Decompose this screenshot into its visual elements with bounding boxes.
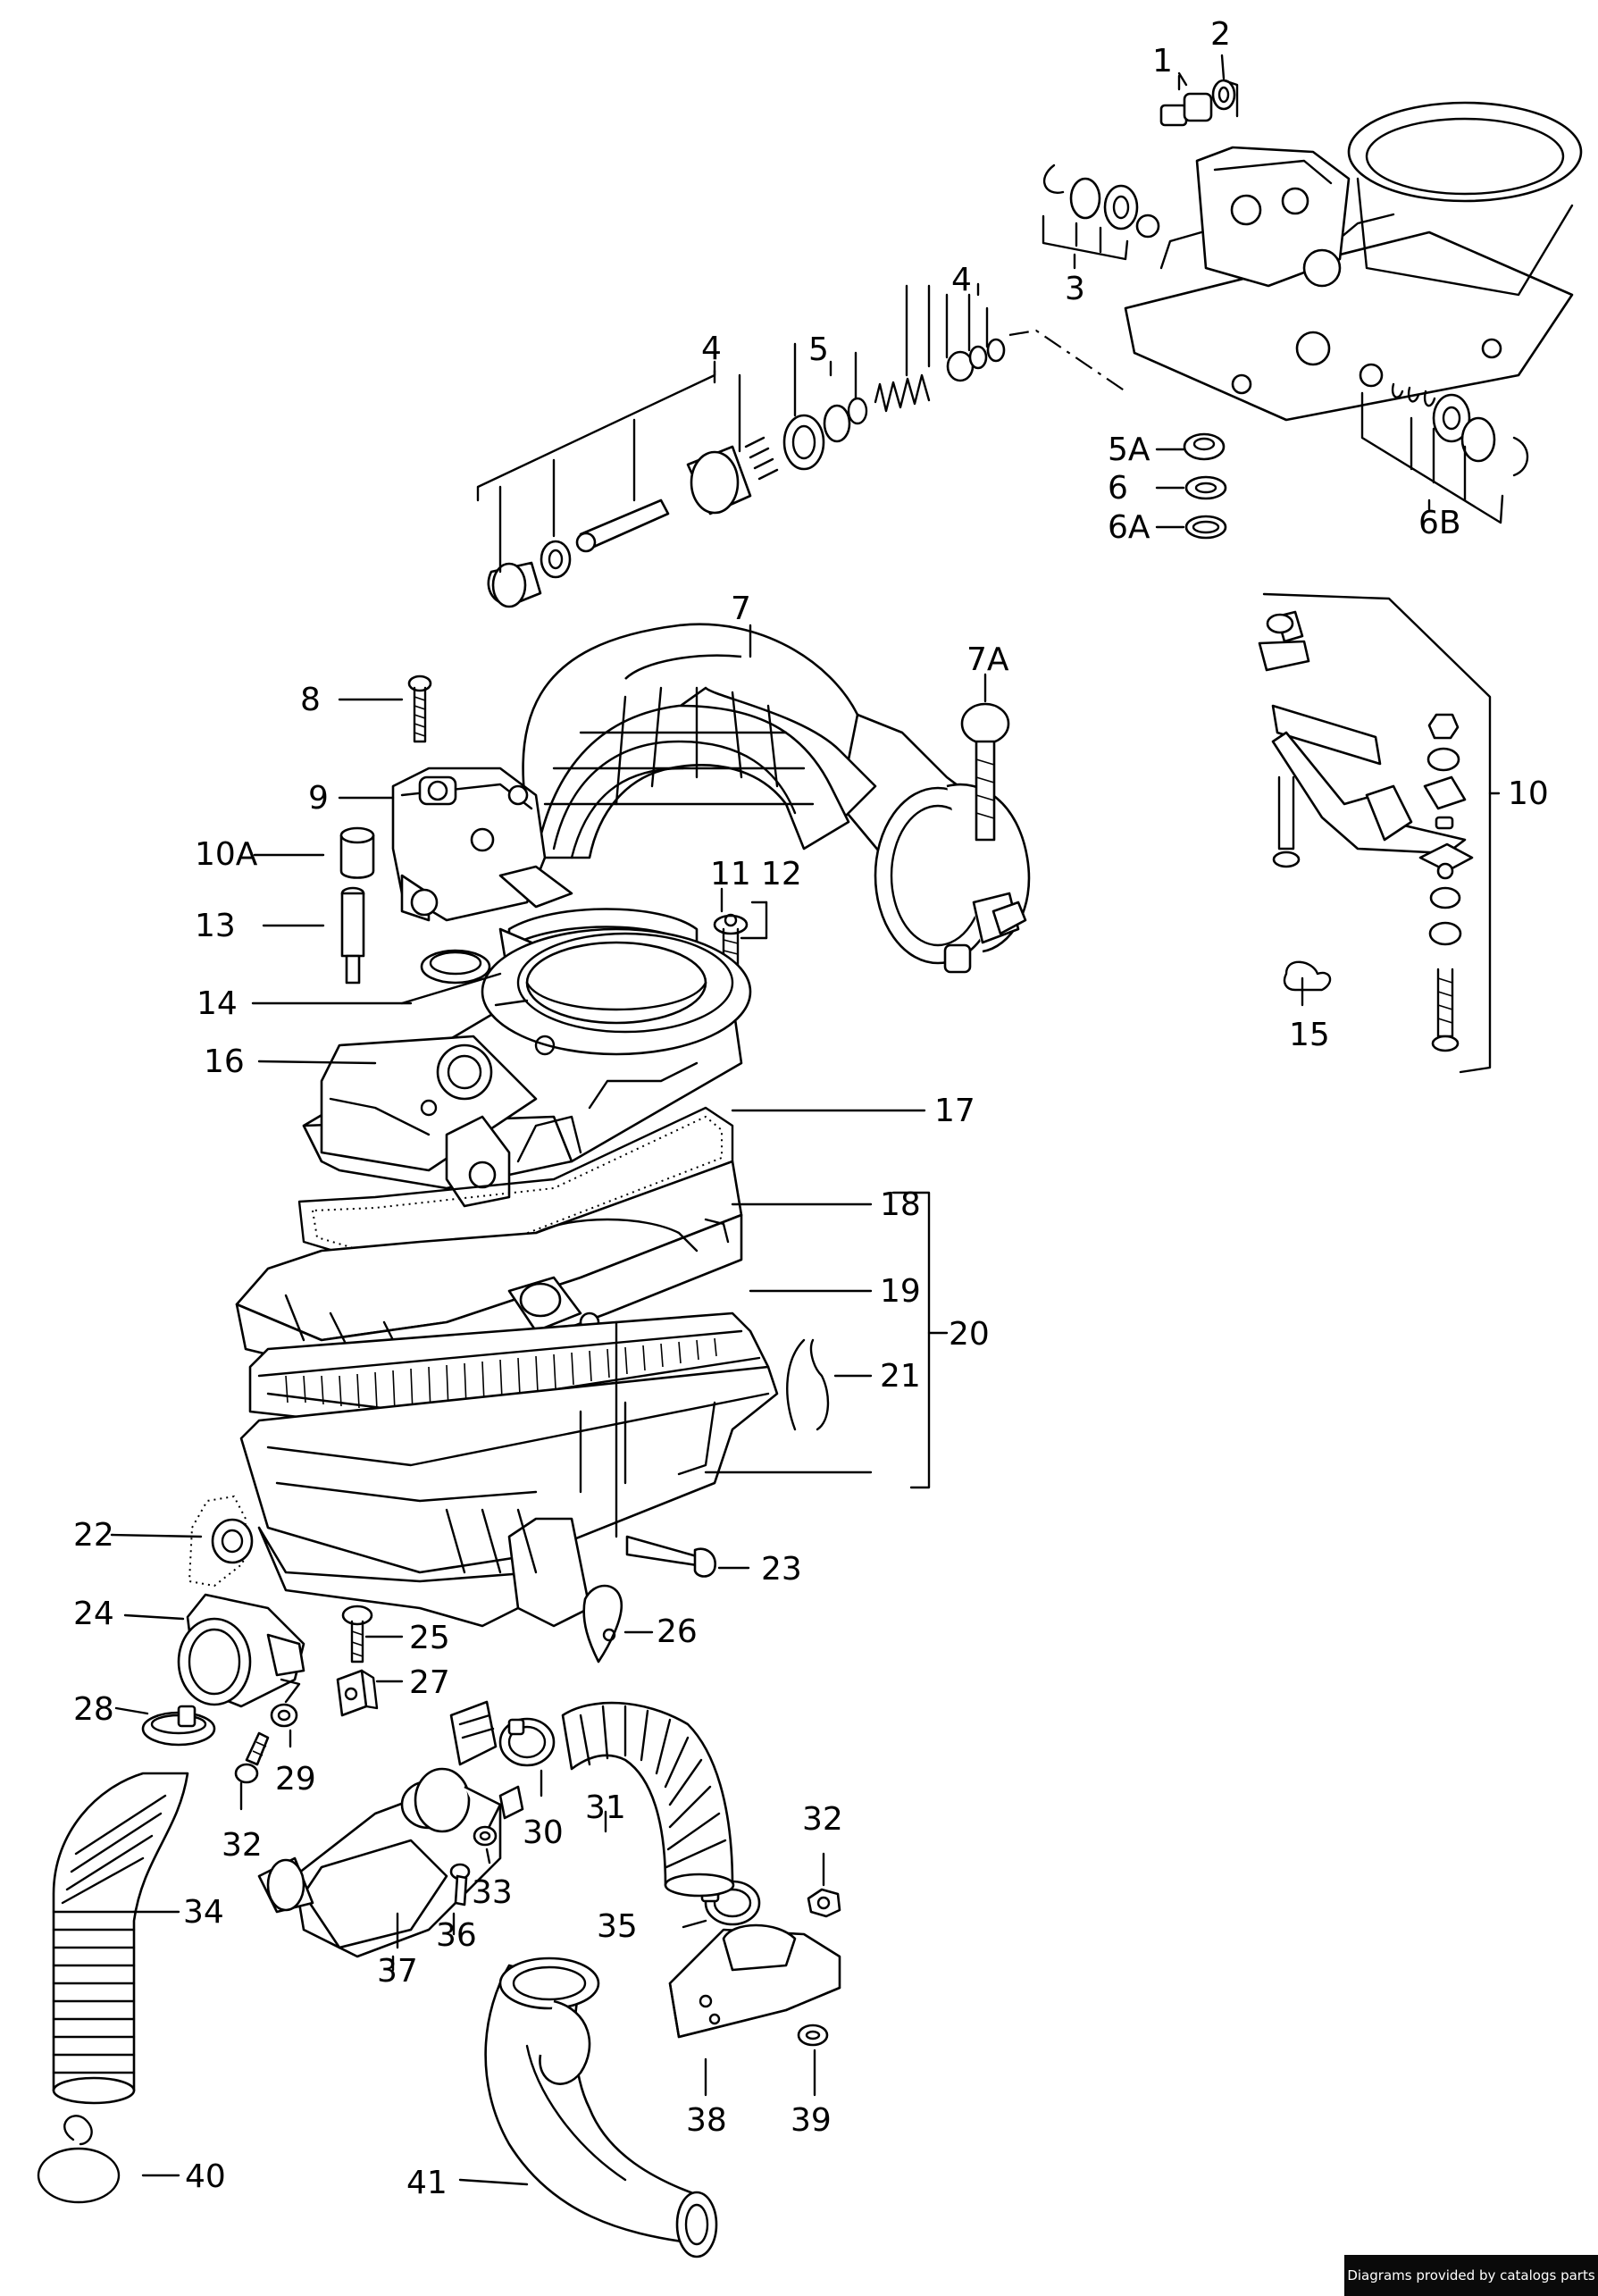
label-33: 37 [377,1953,418,1990]
label-24: 23 [761,1551,802,1588]
seal-12 [420,949,491,985]
label-1: 16 [204,1043,245,1080]
label-4: 3 [1065,271,1085,307]
label-10A: 13 [195,908,236,944]
label-20: 18 [880,1186,921,1223]
label-28: 32 [222,1827,263,1864]
label-4b: 6B [1418,505,1461,541]
linkage-5 [1258,592,1492,1074]
screw-11 [407,675,432,743]
label-41: 7A [966,641,1009,678]
label-32b: 35 [597,1908,638,1945]
label-7: 2 [1210,16,1231,53]
plug-41 [960,702,1010,842]
screw-28 [234,1731,270,1784]
connector-26 [177,1593,305,1708]
nut-38 [807,1888,841,1918]
screw-24 [615,1320,716,1578]
label-21: 26 [657,1613,698,1650]
screw-18 [341,1605,373,1663]
label-23: 21 [880,1358,921,1395]
label-25: 34 [183,1894,224,1931]
label-39: 39 [791,2102,832,2139]
seal-rings-14-16 [1155,432,1227,540]
label-10: 10A [195,836,258,873]
intake-duct-34 [484,1957,718,2258]
label-9: 17 [934,1093,975,1129]
label-18: 25 [409,1620,450,1656]
bearing-set-4-lower [1359,363,1529,524]
callout-labels: 1 2 3 4 4 5 5A 6 6A 6B 7 7A 8 9 10 10A 1… [73,16,1549,2201]
washer-36 [473,1825,498,1847]
label-29: 22 [73,1517,114,1554]
label-7A: 7 [731,591,751,627]
clip-21 [582,1584,623,1663]
label-5A: 15 [1289,1017,1330,1053]
label-6: 4 [701,331,722,367]
label-8: 11 [710,856,751,892]
idle-valve-33 [257,1700,524,1972]
label-15: 6 [1108,470,1128,507]
clip-23 [786,1338,830,1431]
cap-10 [339,826,375,879]
label-27: 29 [275,1761,316,1797]
screw-35 [449,1863,471,1906]
air-flow-meter-1 [302,927,752,1208]
label-32: 30 [523,1814,564,1851]
corrugated-hose-25 [52,1772,189,2105]
washer-39 [797,2024,829,2047]
filter-housing-lower [239,1365,779,1628]
label-5: 10 [1508,775,1549,812]
ring-31 [37,2115,121,2204]
label-6B: 4 [951,262,972,298]
label-22: 19 [880,1273,921,1310]
intake-duct-7A [522,623,1031,974]
clip-5A [1283,960,1332,992]
label-6A: 5 [808,331,829,368]
label-13: 1 [1152,43,1173,80]
spindle-assembly-6 [476,284,1126,608]
label-3: 12 [761,856,802,892]
label-19: 20 [949,1316,990,1353]
screw-13 [1159,71,1213,127]
bearing-set-4-upper [1042,163,1160,261]
valve-10A [340,886,365,985]
throttle-housing [1124,101,1583,422]
bracket-37 [668,1923,841,2039]
label-36: 33 [472,1874,513,1911]
label-37: 38 [686,2102,727,2139]
label-2: 9 [308,780,329,817]
leader-lines [110,74,1501,2186]
clamp-40 [141,1705,216,1747]
label-40: 28 [73,1691,114,1728]
label-17: 27 [409,1664,450,1701]
label-26: 24 [73,1596,114,1632]
grommet-29 [188,1495,254,1588]
label-11: 8 [300,682,321,718]
label-30: 31 [585,1789,626,1826]
label-14: 5A [1108,432,1150,468]
washer-7 [1211,54,1239,118]
washer-27 [270,1703,298,1728]
label-16: 6A [1108,509,1150,546]
credit-banner: Diagrams provided by catalogs parts [1344,2255,1598,2296]
mixture-body-2 [391,767,573,922]
corrugated-hose-30 [561,1701,735,1898]
nut-17 [336,1669,379,1717]
label-12: 14 [197,985,238,1022]
label-35: 36 [436,1917,477,1954]
label-38: 32 [802,1801,843,1838]
label-31: 40 [185,2158,226,2195]
label-34: 41 [406,2165,448,2201]
clamp-32-upper [498,1717,556,1767]
